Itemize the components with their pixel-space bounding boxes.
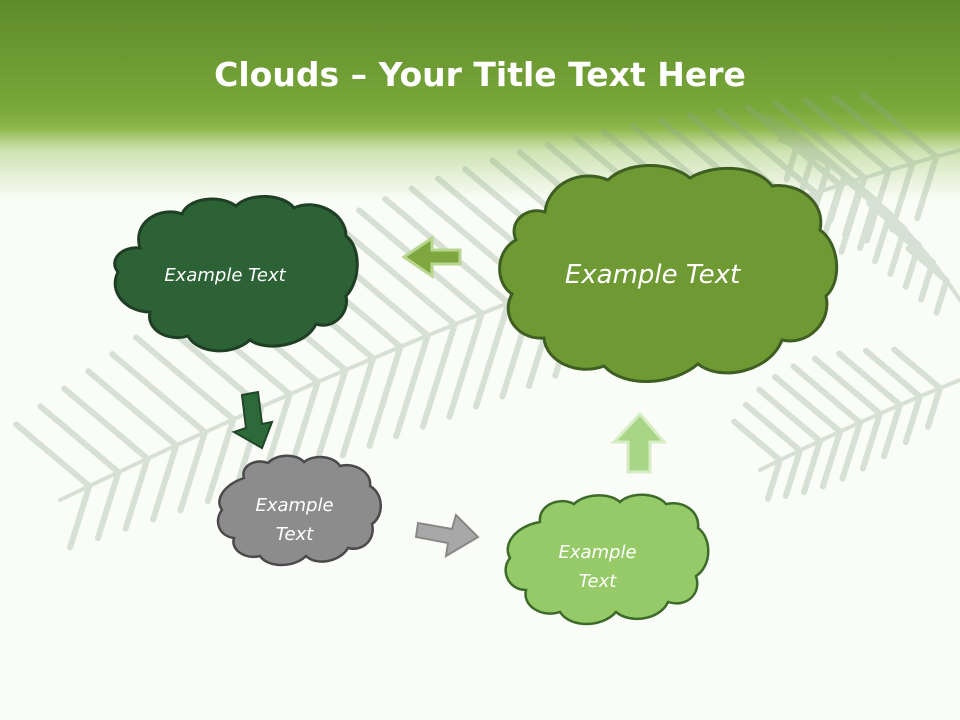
title-banner [0, 0, 960, 200]
arrow-left-icon [401, 235, 462, 279]
cloud-label: Example Text [558, 542, 637, 592]
arrow-right-icon [414, 513, 480, 558]
arrow-up-icon [610, 411, 668, 474]
cloud-shape [504, 493, 710, 626]
cloud-shape [113, 194, 359, 353]
slide-title: Clouds – Your Title Text Here [0, 52, 960, 98]
title-rest: – Your Title Text Here [339, 55, 746, 94]
cloud-shape [498, 164, 839, 383]
title-bold: Clouds [214, 55, 340, 94]
cloud-shape [216, 454, 382, 567]
cloud-label: Example Text [255, 495, 334, 545]
cloud-label: Example Text [564, 260, 741, 290]
arrow-down-icon [231, 390, 274, 450]
cloud-label: Example Text [164, 264, 286, 286]
